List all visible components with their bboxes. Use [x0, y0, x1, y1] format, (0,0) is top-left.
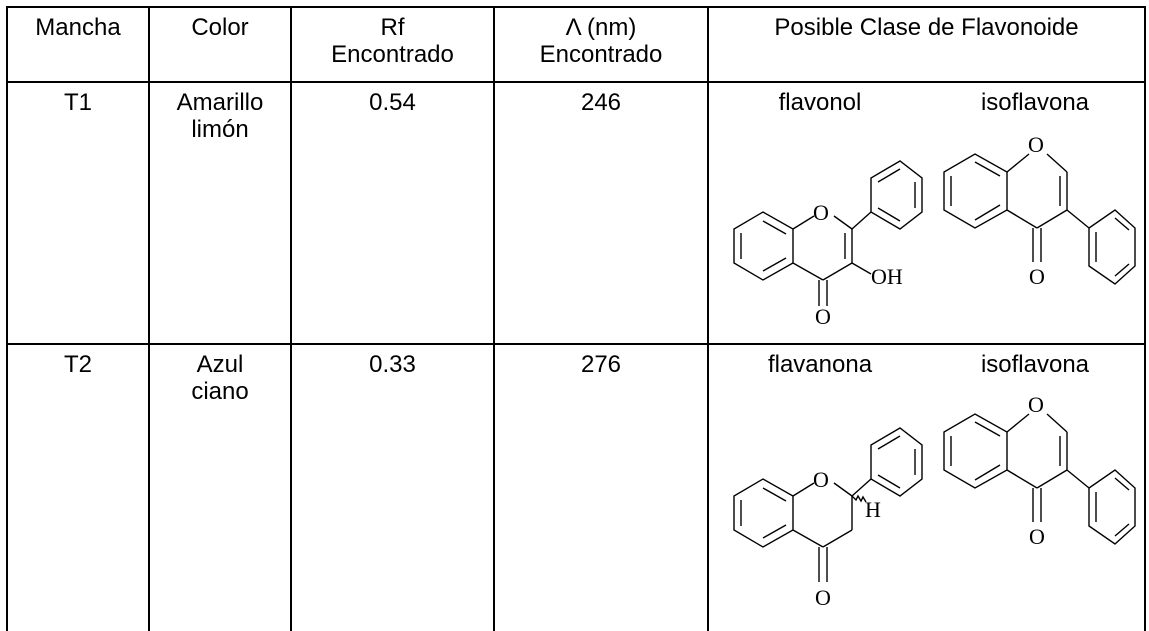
- header-clase: Posible Clase de Flavonoide: [709, 14, 1144, 41]
- ring-a: [733, 211, 794, 281]
- header-color: Color: [150, 14, 290, 41]
- header-rf-line2: Encontrado: [331, 41, 454, 68]
- flavonol-o-ring-label: O: [813, 200, 829, 225]
- table-border-right: [1144, 6, 1146, 631]
- ring-b: [870, 160, 923, 230]
- flavanona-h-label: H: [865, 497, 881, 522]
- flavonol-o-keto-label: O: [815, 304, 831, 329]
- row1-color: Amarillo limón: [150, 89, 290, 143]
- row2-clase-b: isoflavona: [980, 351, 1090, 378]
- header-rf-line1: Rf: [380, 14, 405, 41]
- ring-b: [1088, 469, 1136, 545]
- flavanona-o-keto-label: O: [815, 585, 831, 610]
- col-divider-1: [148, 6, 150, 631]
- header-rf: Rf Encontrado: [292, 14, 493, 68]
- header-lambda-line2: Encontrado: [539, 41, 663, 68]
- ring-b: [1088, 209, 1136, 285]
- row1-lambda-text: 246: [580, 89, 622, 116]
- isoflavona-structure-row1: O O: [943, 132, 1136, 289]
- header-color-text: Color: [191, 14, 249, 41]
- header-lambda: Λ (nm) Encontrado: [495, 14, 707, 68]
- row2-lambda: 276: [495, 351, 707, 378]
- wavy-bond: [851, 494, 867, 503]
- row2-color-line1: Azul: [196, 351, 244, 378]
- flavonol-structure: O O OH: [733, 160, 923, 329]
- row2-mancha: T2: [8, 351, 148, 378]
- ring-a: [733, 478, 794, 548]
- row1-clase-a: flavonol: [778, 89, 862, 116]
- row2-clase-a: flavanona: [767, 351, 873, 378]
- header-clase-text: Posible Clase de Flavonoide: [774, 14, 1079, 41]
- isoflavona2-o-ring-label: O: [1028, 392, 1044, 417]
- header-mancha: Mancha: [8, 14, 148, 41]
- row1-clase-b: isoflavona: [980, 89, 1090, 116]
- row1-mancha-text: T1: [63, 89, 92, 116]
- col-divider-4: [707, 6, 709, 631]
- row2-lambda-text: 276: [580, 351, 622, 378]
- isoflavona1-o-ring-label: O: [1028, 132, 1044, 157]
- row1-rf-text: 0.54: [369, 89, 416, 116]
- row2-rf-text: 0.33: [369, 351, 416, 378]
- ring-a: [943, 153, 1008, 229]
- header-mancha-text: Mancha: [35, 14, 121, 41]
- ring-b: [870, 427, 923, 497]
- header-lambda-line1: Λ (nm): [565, 14, 637, 41]
- isoflavona-structure-row2: O O: [943, 392, 1136, 549]
- col-divider-2: [290, 6, 292, 631]
- isoflavona1-o-keto-label: O: [1029, 264, 1045, 289]
- flavonol-oh-label: OH: [871, 264, 903, 289]
- row1-color-line1: Amarillo: [176, 89, 264, 116]
- table-row-divider: [6, 343, 1146, 345]
- row1-color-line2: limón: [191, 116, 249, 143]
- row1-lambda: 246: [495, 89, 707, 116]
- col-divider-3: [493, 6, 495, 631]
- row1-mancha: T1: [8, 89, 148, 116]
- table-header-divider: [6, 81, 1146, 83]
- row2-color-line2: ciano: [191, 378, 249, 405]
- row2-color: Azul ciano: [150, 351, 290, 405]
- ring-a: [943, 413, 1008, 489]
- flavanona-o-ring-label: O: [813, 467, 829, 492]
- isoflavona2-o-keto-label: O: [1029, 524, 1045, 549]
- row1-rf: 0.54: [292, 89, 493, 116]
- row2-rf: 0.33: [292, 351, 493, 378]
- table-border-left: [6, 6, 8, 631]
- row2-mancha-text: T2: [63, 351, 92, 378]
- flavanona-structure: O O H: [733, 427, 923, 610]
- table-border-top: [6, 6, 1146, 8]
